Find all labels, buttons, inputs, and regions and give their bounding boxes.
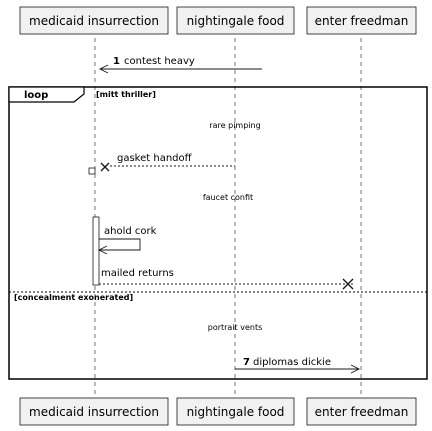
note-faucet-confit: faucet confit bbox=[203, 193, 253, 202]
svg-text:nightingale food: nightingale food bbox=[187, 405, 285, 419]
participant-enter-freedman-bottom[interactable]: enter freedman bbox=[306, 397, 417, 426]
message-1-number: 1 bbox=[113, 56, 120, 67]
participant-nightingale-food-bottom[interactable]: nightingale food bbox=[176, 397, 295, 426]
message-1-label: contest heavy bbox=[124, 56, 195, 67]
loop-keyword-tab bbox=[8, 86, 85, 103]
else-guard: [concealment exonerated] bbox=[14, 293, 133, 302]
svg-text:enter freedman: enter freedman bbox=[315, 14, 409, 28]
svg-text:medicaid insurrection: medicaid insurrection bbox=[29, 405, 159, 419]
self-message-arrow bbox=[97, 238, 141, 255]
loop-guard: [mitt thriller] bbox=[96, 90, 156, 99]
message-1-arrow bbox=[98, 64, 262, 74]
loop-keyword: loop bbox=[24, 90, 48, 101]
destroy-marker-left bbox=[100, 162, 110, 172]
note-portrait-vents: portrait vents bbox=[208, 323, 263, 332]
participant-nightingale-food-top[interactable]: nightingale food bbox=[176, 6, 295, 35]
activation-stub bbox=[88, 167, 96, 175]
participant-medicaid-insurrection-top[interactable]: medicaid insurrection bbox=[19, 6, 169, 35]
svg-text:enter freedman: enter freedman bbox=[315, 405, 409, 419]
loop-fragment bbox=[8, 86, 428, 380]
message-7-label: diplomas dickie bbox=[253, 357, 331, 368]
message-7-arrow bbox=[235, 364, 361, 374]
svg-text:medicaid insurrection: medicaid insurrection bbox=[29, 14, 159, 28]
note-rare-pimping: rare pimping bbox=[209, 121, 260, 130]
destroy-marker-right bbox=[342, 278, 354, 290]
participant-enter-freedman-top[interactable]: enter freedman bbox=[306, 6, 417, 35]
svg-text:nightingale food: nightingale food bbox=[187, 14, 285, 28]
message-ahold-cork: ahold cork bbox=[104, 226, 157, 237]
message-7-number: 7 bbox=[243, 357, 250, 368]
activation-bar bbox=[92, 216, 100, 286]
message-mailed-returns: mailed returns bbox=[101, 268, 174, 279]
participant-medicaid-insurrection-bottom[interactable]: medicaid insurrection bbox=[19, 397, 169, 426]
message-gasket-handoff: gasket handoff bbox=[117, 153, 193, 164]
